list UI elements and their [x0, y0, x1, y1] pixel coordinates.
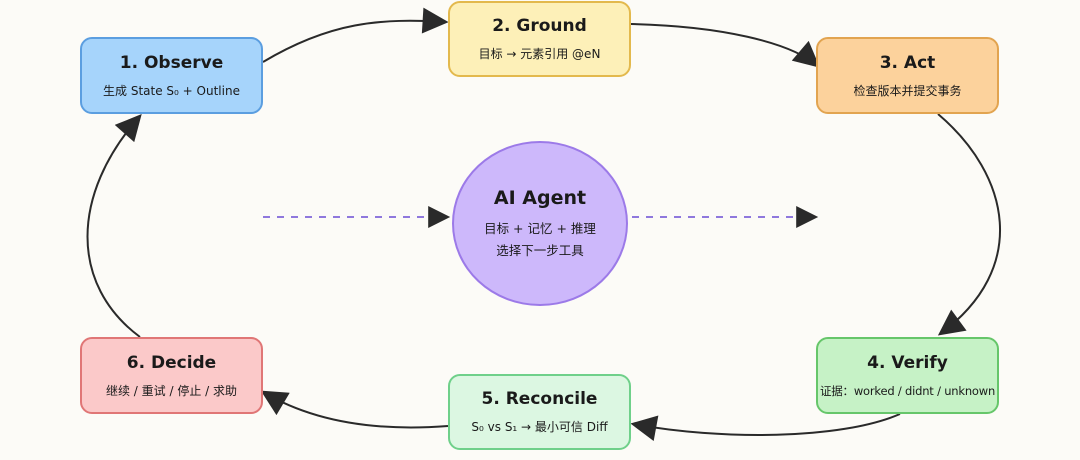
edge-act-to-verify	[937, 113, 1001, 336]
edge-verify-to-reconcile	[630, 413, 901, 442]
step-reconcile: 5. Reconcile S₀ vs S₁ → 最小可信 Diff	[448, 374, 631, 450]
edge-ground-to-act	[630, 23, 820, 68]
edge-observe-to-ground	[262, 7, 449, 63]
step-description: S₀ vs S₁ → 最小可信 Diff	[471, 420, 608, 434]
step-title: 2. Ground	[492, 16, 587, 36]
step-title: 3. Act	[879, 52, 936, 73]
step-description: 目标 → 元素引用 @eN	[478, 47, 601, 61]
agent-line-inputs: 目标 + 记忆 + 推理	[484, 220, 596, 236]
agent-title: AI Agent	[493, 186, 587, 209]
step-description: 证据：worked / didnt / unknown	[819, 383, 996, 398]
step-ground: 2. Ground 目标 → 元素引用 @eN	[448, 1, 631, 77]
agent-core-circle: AI Agent 目标 + 记忆 + 推理 选择下一步工具	[452, 141, 628, 306]
step-title: 5. Reconcile	[481, 389, 598, 409]
step-verify: 4. Verify 证据：worked / didnt / unknown	[816, 337, 999, 414]
agent-line-action: 选择下一步工具	[496, 242, 584, 258]
step-act: 3. Act 检查版本并提交事务	[816, 37, 999, 114]
step-description: 检查版本并提交事务	[853, 83, 962, 98]
step-description: 继续 / 重试 / 停止 / 求助	[105, 383, 238, 398]
step-description: 生成 State S₀ + Outline	[103, 83, 240, 98]
step-title: 1. Observe	[119, 52, 224, 73]
step-decide: 6. Decide 继续 / 重试 / 停止 / 求助	[80, 337, 263, 414]
edge-reconcile-to-decide	[260, 390, 449, 429]
step-observe: 1. Observe 生成 State S₀ + Outline	[80, 37, 263, 114]
step-title: 4. Verify	[867, 352, 948, 373]
step-title: 6. Decide	[126, 352, 217, 373]
edge-decide-to-observe	[86, 114, 142, 338]
